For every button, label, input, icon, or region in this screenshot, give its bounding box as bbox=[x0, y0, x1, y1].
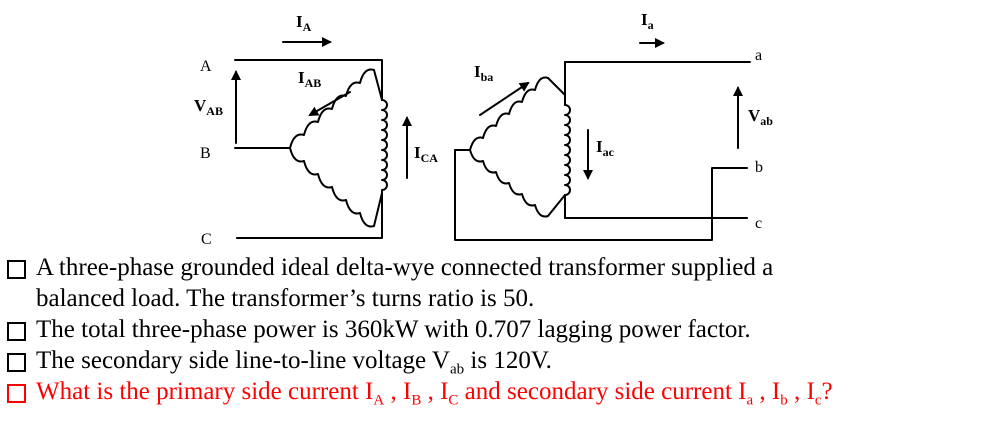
terminal-A: A bbox=[200, 58, 212, 75]
transformer-diagram: IA Ia IAB Iba ICA Iac VAB Vab A B C a b … bbox=[194, 10, 773, 248]
primary-wire-c bbox=[236, 192, 383, 239]
bullet-transformer: A three-phase grounded ideal delta-wye c… bbox=[4, 252, 989, 314]
terminal-b: b bbox=[755, 159, 763, 176]
problem-statement: A three-phase grounded ideal delta-wye c… bbox=[4, 252, 989, 408]
arrow-IAB bbox=[308, 91, 351, 116]
bullet-1-line-1: A three-phase grounded ideal delta-wye c… bbox=[36, 254, 774, 281]
label-Vab: Vab bbox=[748, 106, 773, 128]
bullet-voltage: The secondary side line-to-line voltage … bbox=[4, 345, 989, 377]
secondary-wye-coil-1 bbox=[469, 76, 566, 151]
label-ICA: ICA bbox=[414, 143, 438, 165]
label-Ia: Ia bbox=[641, 10, 654, 32]
secondary-wye-coil-3 bbox=[469, 149, 566, 218]
secondary-wire-b bbox=[454, 149, 748, 241]
checkbox-bullet-icon bbox=[7, 260, 26, 279]
bullet-question: What is the primary side current IA , IB… bbox=[4, 376, 989, 408]
terminal-C: C bbox=[201, 231, 212, 248]
bullet-1-line-2: balanced load. The transformer’s turns r… bbox=[36, 285, 535, 312]
primary-delta-coil-lower bbox=[289, 147, 383, 228]
label-Iac: Iac bbox=[596, 137, 615, 159]
checkbox-bullet-icon bbox=[7, 353, 26, 372]
label-VAB: VAB bbox=[194, 96, 223, 118]
terminal-B: B bbox=[200, 145, 211, 162]
label-IA: IA bbox=[296, 12, 312, 34]
terminal-c: c bbox=[755, 215, 762, 232]
checkbox-bullet-icon bbox=[7, 384, 26, 403]
label-IAB: IAB bbox=[298, 68, 321, 90]
primary-wire-a bbox=[234, 59, 383, 101]
label-Iba: Iba bbox=[474, 62, 493, 84]
bullet-2-text: The total three-phase power is 360kW wit… bbox=[36, 316, 751, 343]
bullet-power: The total three-phase power is 360kW wit… bbox=[4, 314, 989, 345]
primary-delta-coil-upper bbox=[289, 68, 383, 149]
arrow-Iba bbox=[479, 81, 530, 116]
checkbox-bullet-icon bbox=[7, 322, 26, 341]
primary-delta-coils bbox=[381, 99, 388, 194]
terminal-a: a bbox=[755, 47, 762, 64]
secondary-wye-coil-2 bbox=[564, 104, 571, 196]
